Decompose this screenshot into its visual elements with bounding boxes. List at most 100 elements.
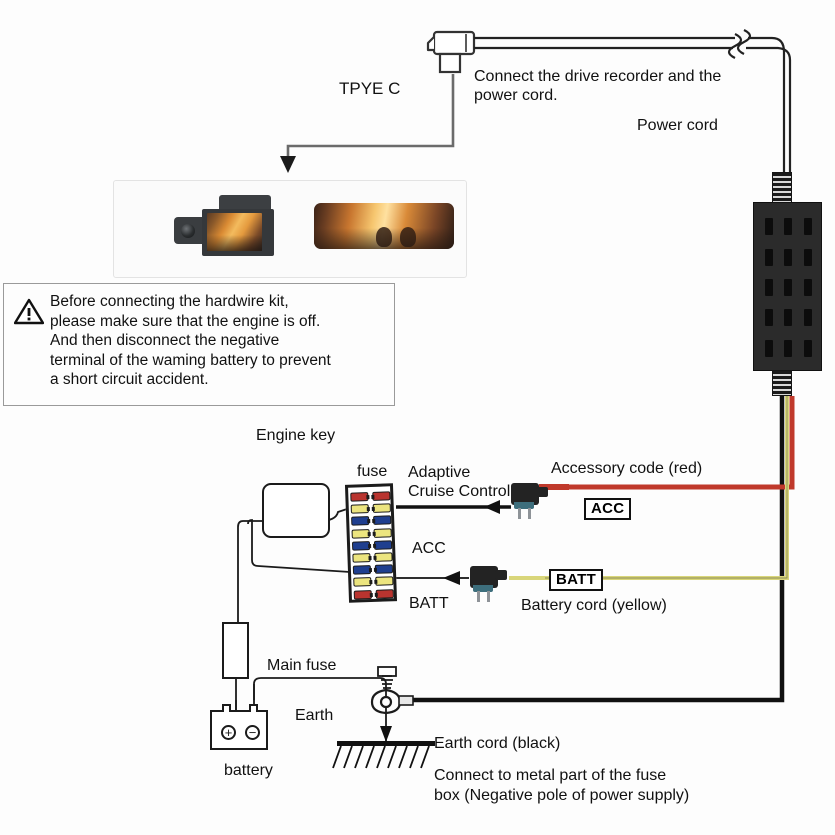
earth-down-arrowhead xyxy=(380,726,392,742)
fuse-row xyxy=(351,527,392,539)
label-connect-metal: Connect to metal part of the fuse box (N… xyxy=(434,767,690,804)
module-output-wires xyxy=(413,396,795,703)
battery-symbol: + − xyxy=(210,704,268,750)
fuse-row xyxy=(350,491,391,502)
module-vent xyxy=(804,339,813,357)
label-connect-recorder: Connect the drive recorder and the power… xyxy=(474,68,722,104)
tap-shell xyxy=(470,566,498,588)
dashcam-hood xyxy=(219,195,271,212)
batt-fuse-tap-connector xyxy=(470,566,507,602)
module-cord-boot-bottom xyxy=(772,370,792,396)
ground-symbol-icon xyxy=(332,741,435,769)
tap-prong xyxy=(518,508,521,519)
acc-feed-arrowhead xyxy=(484,500,500,514)
tap-wire-nose xyxy=(536,487,548,497)
label-main-fuse: Main fuse xyxy=(267,657,337,674)
dash-camera-photo xyxy=(174,195,286,263)
fuse-blade xyxy=(352,565,372,575)
product-image-panel xyxy=(113,180,467,278)
battery-terminal-positive-post xyxy=(222,704,231,712)
fuse-blade xyxy=(374,564,394,575)
main-fuse-box xyxy=(222,622,249,679)
fuse-blade xyxy=(375,576,394,587)
fuse-blade xyxy=(353,589,372,600)
fuse-blade xyxy=(352,553,371,563)
label-adaptive-cruise-control: Adaptive Cruise Control xyxy=(408,464,511,500)
dashcam-lens-pod xyxy=(174,217,204,244)
label-engine-key: Engine key xyxy=(256,427,336,444)
fuse-blade xyxy=(373,515,392,526)
label-fuse: fuse xyxy=(357,463,388,480)
tap-prong xyxy=(528,508,531,519)
ring-terminal-icon xyxy=(370,688,414,715)
module-vent xyxy=(804,218,813,236)
camera-lens-icon xyxy=(181,224,195,238)
cord-break-icon xyxy=(727,29,752,59)
module-vent-grid xyxy=(762,214,815,361)
module-vent xyxy=(764,218,773,236)
module-vent xyxy=(784,248,793,266)
module-cord-boot-top xyxy=(772,172,792,204)
tap-wire-nose xyxy=(495,570,507,580)
fuse-blade xyxy=(373,540,393,550)
module-vent xyxy=(784,339,793,357)
fuse-blade xyxy=(353,577,372,588)
mirror-dash-camera-photo xyxy=(314,203,454,249)
mirrorcam-scene-figure xyxy=(400,227,416,247)
module-vent xyxy=(784,218,793,236)
module-vent xyxy=(764,248,773,266)
label-acc: ACC xyxy=(412,540,446,557)
tap-prong xyxy=(477,591,480,602)
usb-c-connector-icon xyxy=(426,30,476,74)
tap-prong xyxy=(487,591,490,602)
label-earth-cord: Earth cord (black) xyxy=(434,735,561,752)
type-c-pointer-arrow xyxy=(286,74,455,158)
label-type-c: TPYE C xyxy=(339,79,401,98)
label-batt: BATT xyxy=(409,595,449,612)
label-accessory-code: Accessory code (red) xyxy=(551,460,703,477)
mirrorcam-scene-figure xyxy=(376,227,392,247)
screw-icon xyxy=(377,666,397,689)
fuse-row xyxy=(350,503,391,514)
acc-fuse-tap-connector xyxy=(511,483,548,519)
fuse-blade xyxy=(350,504,369,514)
battery-terminal-negative-post xyxy=(249,704,258,712)
ignition-switch-box xyxy=(262,483,330,538)
hardwire-kit-module xyxy=(753,202,822,371)
fuse-blade xyxy=(375,588,394,599)
batt-wire-label-chip: BATT xyxy=(549,569,604,591)
module-vent xyxy=(764,339,773,357)
batt-feed-arrowhead xyxy=(443,571,460,585)
fuse-row xyxy=(351,540,393,551)
fuse-blade xyxy=(351,540,371,551)
module-vent xyxy=(804,248,813,266)
module-vent xyxy=(764,278,773,296)
module-vent xyxy=(784,309,793,327)
fuse-blade xyxy=(374,552,393,562)
fuse-blade xyxy=(351,528,370,539)
fuse-blade xyxy=(372,491,391,501)
fuse-blade xyxy=(351,516,370,527)
fuse-row xyxy=(353,588,394,600)
module-vent xyxy=(804,278,813,296)
fuse-row xyxy=(353,576,394,588)
acc-wire-label-chip: ACC xyxy=(584,498,632,520)
label-power-cord: Power cord xyxy=(637,117,718,134)
module-vent xyxy=(784,278,793,296)
battery-negative-pole: − xyxy=(245,725,260,740)
module-vent xyxy=(764,309,773,327)
earth-wiring xyxy=(253,677,387,742)
fuse-blade xyxy=(350,492,369,502)
label-battery-cord: Battery cord (yellow) xyxy=(521,597,667,614)
tap-foot xyxy=(514,502,534,509)
fuse-row xyxy=(351,515,392,527)
type-c-arrowhead xyxy=(280,156,296,173)
fuse-row xyxy=(352,564,394,575)
warning-text: Before connecting the hardwire kit, plea… xyxy=(50,293,331,389)
fuse-blade xyxy=(373,527,392,538)
label-battery: battery xyxy=(224,762,273,779)
fuse-blade xyxy=(372,503,391,514)
power-cord-wire xyxy=(474,36,792,175)
fuse-box xyxy=(344,483,398,603)
